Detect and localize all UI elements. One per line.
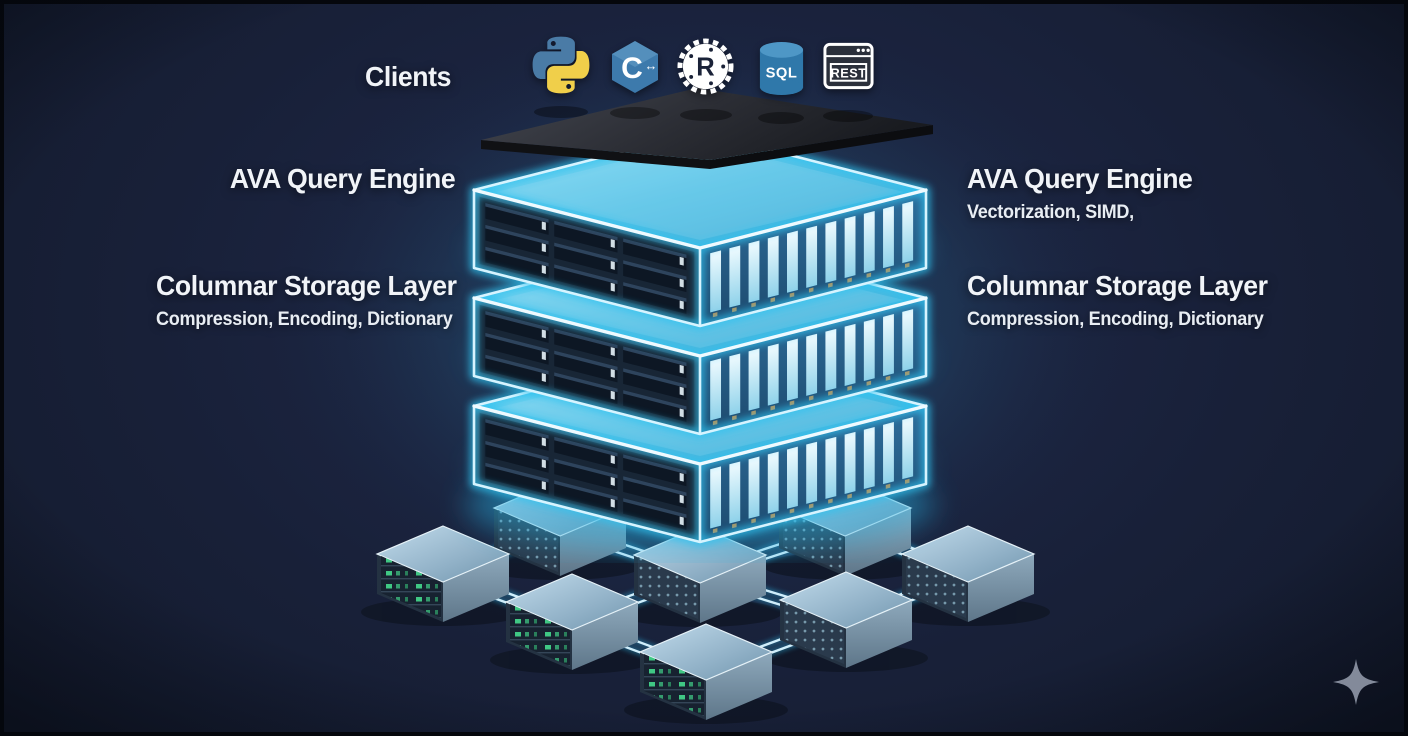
sparkle-icon — [1328, 654, 1384, 710]
left-columnar-storage-subtitle: Compression, Encoding, Dictionary — [156, 309, 453, 331]
right-query-engine-label: AVA Query Engine Vectorization, SIMD, — [967, 163, 1193, 224]
clients-label: Clients — [365, 61, 452, 92]
sql-label: SQL — [766, 65, 798, 81]
cpp-letter: C — [621, 52, 643, 85]
cpp-icon: C ↔ — [608, 38, 662, 96]
right-columnar-storage-subtitle: Compression, Encoding, Dictionary — [967, 309, 1264, 331]
rest-label: REST — [831, 65, 867, 80]
right-columnar-storage-label: Columnar Storage Layer Compression, Enco… — [967, 270, 1268, 331]
left-columnar-storage-label: Columnar Storage Layer Compression, Enco… — [156, 270, 457, 331]
left-query-engine-label: AVA Query Engine — [229, 163, 456, 194]
right-query-engine-subtitle: Vectorization, SIMD, — [967, 202, 1134, 224]
rust-icon: R — [677, 38, 734, 95]
right-query-engine-title: AVA Query Engine — [967, 163, 1193, 194]
rest-icon: REST — [821, 38, 876, 92]
cpp-mark: ↔ — [645, 58, 658, 73]
rust-letter: R — [696, 53, 714, 81]
right-columnar-storage-title: Columnar Storage Layer — [967, 270, 1268, 301]
left-query-engine-title: AVA Query Engine — [229, 163, 456, 194]
left-columnar-storage-title: Columnar Storage Layer — [156, 270, 457, 301]
sql-icon: SQL — [755, 40, 808, 97]
python-icon — [530, 34, 592, 96]
